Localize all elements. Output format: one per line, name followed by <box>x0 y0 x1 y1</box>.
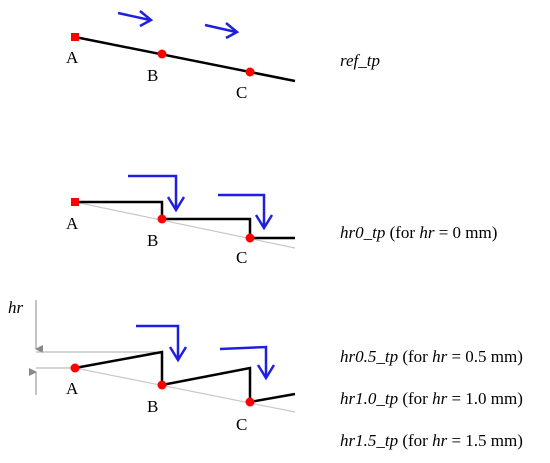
hr-dimension-label: hr <box>8 298 24 317</box>
caption-hr15-tp: hr1.5_tp (for hr = 1.5 mm) <box>340 431 523 450</box>
point-b-label: B <box>147 66 158 85</box>
hr0-tool-path <box>75 200 295 240</box>
point-a-marker <box>70 363 80 373</box>
caption-hr10-tp: hr1.0_tp (for hr = 1.0 mm) <box>340 389 523 408</box>
panel-hr0-tp: A B C hr0_tp (for hr = 0 mm) <box>66 174 497 267</box>
point-c-label: C <box>236 415 247 434</box>
caption-hr0-tp: hr0_tp (for hr = 0 mm) <box>340 223 497 242</box>
feed-arrow-1 <box>117 10 154 28</box>
panel-hr-variants: hr A B C hr0.5_tp (for hr = 0.5 mm) hr1.… <box>8 298 523 450</box>
hr-reference-line <box>74 367 296 413</box>
point-a-marker <box>71 198 79 206</box>
point-a-marker <box>71 33 79 41</box>
point-b-marker <box>157 49 167 59</box>
point-c-label: C <box>236 248 247 267</box>
point-c-marker <box>245 397 255 407</box>
point-b-label: B <box>147 231 158 250</box>
point-a-label: A <box>66 214 79 233</box>
ref-tool-path-line <box>74 35 296 83</box>
point-a-label: A <box>66 48 79 67</box>
point-b-marker <box>157 214 167 224</box>
point-c-label: C <box>236 83 247 102</box>
plunge-arrow-2 <box>218 193 274 231</box>
feed-arrow-2 <box>204 22 240 40</box>
panel-ref-tp: A B C ref_tp <box>66 10 380 102</box>
caption-ref-tp: ref_tp <box>340 51 380 70</box>
point-a-label: A <box>66 379 79 398</box>
point-c-marker <box>245 233 255 243</box>
point-c-marker <box>245 67 255 77</box>
plunge-arrow-1 <box>128 174 186 213</box>
plunge-arrow-2 <box>219 345 276 381</box>
point-b-marker <box>157 380 167 390</box>
caption-hr05-tp: hr0.5_tp (for hr = 0.5 mm) <box>340 347 523 366</box>
point-b-label: B <box>147 397 158 416</box>
plunge-arrow-1 <box>136 324 188 363</box>
hr0-reference-line <box>74 201 296 249</box>
hr-sawtooth-tool-path <box>74 350 296 404</box>
